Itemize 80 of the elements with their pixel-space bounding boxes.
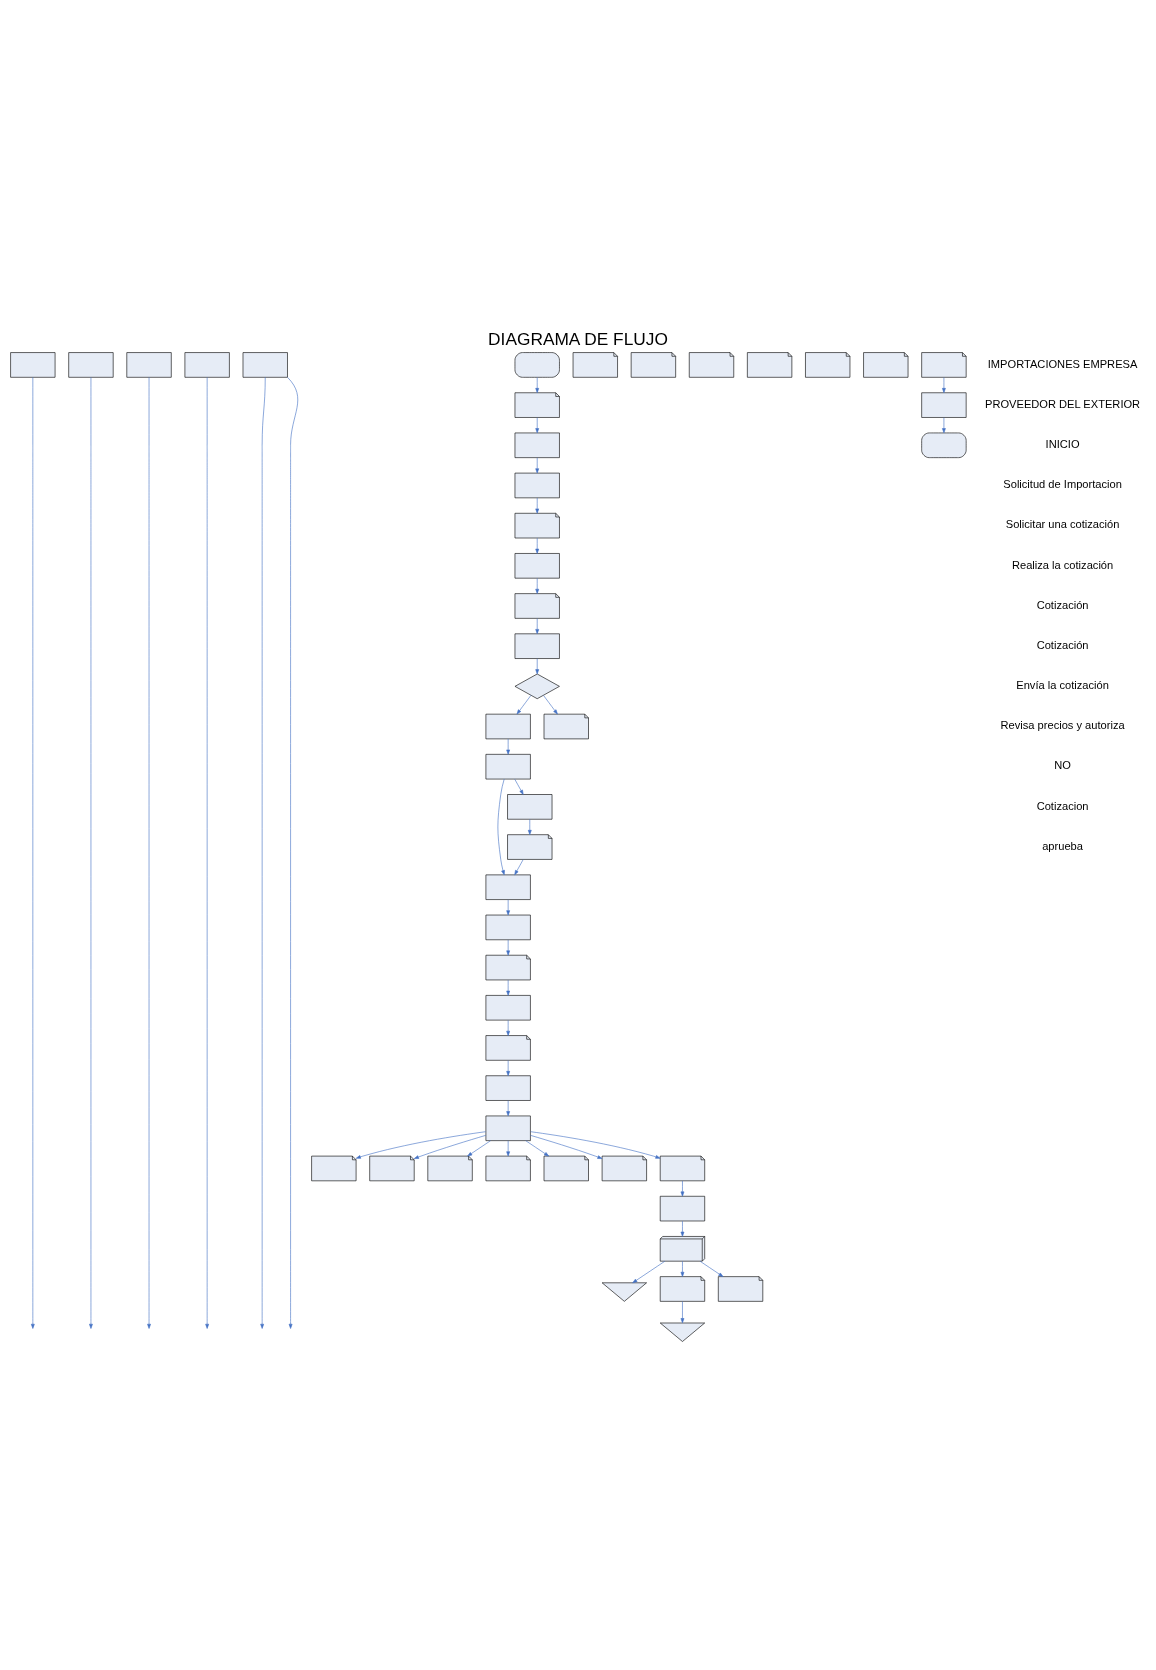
node-box [242, 352, 288, 378]
node-diamond [514, 673, 560, 699]
label: Solicitud de Importacion [1003, 478, 1122, 491]
arrow [147, 377, 151, 1329]
node-box [514, 553, 560, 579]
arrow [530, 1131, 661, 1159]
label: Solicitar una cotización [1005, 518, 1120, 531]
node-box [184, 352, 230, 378]
arrow [535, 377, 540, 393]
node-rounded [921, 432, 967, 458]
label: Envía la cotización [1016, 679, 1109, 692]
arrow [506, 1019, 510, 1036]
arrow [514, 859, 524, 876]
arrow [506, 1140, 510, 1157]
node-box [485, 874, 531, 900]
node-box [485, 713, 531, 740]
arrow [525, 1140, 550, 1157]
label: IMPORTACIONES EMPRESA [987, 357, 1138, 370]
arrow [680, 1220, 685, 1237]
node-box [514, 432, 560, 458]
node-rounded [514, 352, 560, 378]
arrow [527, 819, 532, 835]
arrow [506, 899, 510, 916]
arrow [506, 738, 510, 755]
label: aprueba [1042, 839, 1083, 852]
label: INICIO [1045, 438, 1080, 451]
node-box [485, 754, 531, 780]
arrow [535, 618, 540, 635]
node-box [514, 633, 560, 659]
arrow [506, 979, 510, 996]
arrow [497, 778, 505, 876]
label: PROVEEDOR DEL EXTERIOR [985, 397, 1141, 410]
node-box [507, 794, 553, 820]
arrow [413, 1135, 487, 1159]
node-box [68, 352, 114, 378]
node-triangle [659, 1322, 705, 1342]
arrow [467, 1140, 491, 1157]
arrow [535, 537, 540, 554]
label: Realiza la cotización [1011, 558, 1114, 571]
node-box [485, 914, 531, 941]
label: NO [1054, 759, 1071, 772]
arrow [543, 695, 558, 715]
arrow [355, 1131, 486, 1159]
node-box [485, 1115, 531, 1141]
arrow [680, 1261, 685, 1277]
arrow [942, 417, 946, 434]
label: Revisa precios y autoriza [1000, 719, 1125, 732]
label: Cotización [1036, 598, 1089, 611]
arrow [535, 497, 540, 514]
arrow [535, 658, 540, 675]
arrow [942, 377, 946, 393]
arrow [287, 377, 299, 1329]
arrow [530, 1135, 603, 1159]
arrow [680, 1180, 685, 1197]
arrow [89, 377, 93, 1329]
arrow [535, 457, 540, 474]
arrow [632, 1260, 666, 1284]
arrow [506, 1060, 510, 1076]
arrow [514, 778, 524, 795]
node-box [659, 1195, 705, 1222]
arrow [506, 1100, 510, 1117]
node-box [126, 352, 172, 378]
arrow [260, 377, 266, 1329]
arrow [205, 377, 209, 1329]
node-box [921, 392, 967, 418]
arrow [506, 939, 510, 956]
node-box [10, 352, 56, 378]
arrow [535, 578, 540, 594]
arrow [535, 417, 540, 434]
arrow [699, 1260, 724, 1277]
node-box [514, 472, 560, 499]
arrow [680, 1301, 685, 1324]
label: Cotizacion [1036, 799, 1089, 812]
node-box [485, 995, 531, 1021]
node-triangle [601, 1282, 647, 1302]
label: Cotización [1036, 638, 1089, 651]
diagram-title: DIAGRAMA DE FLUJO [488, 328, 668, 349]
node-box [485, 1075, 531, 1101]
arrow [516, 695, 532, 715]
arrow [31, 377, 35, 1329]
